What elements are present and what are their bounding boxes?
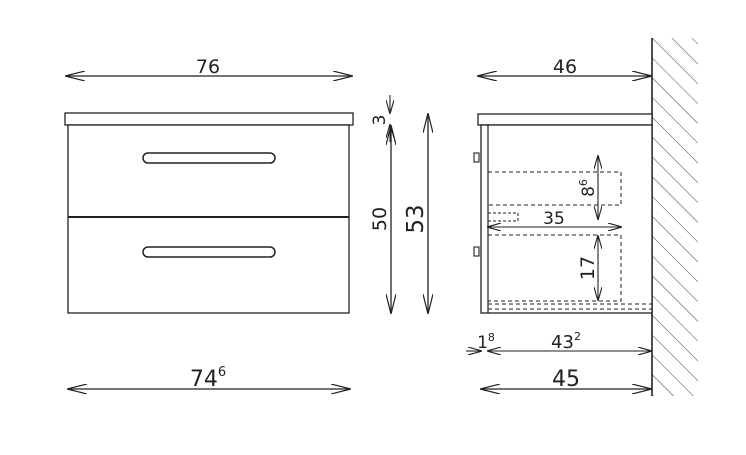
- front-thickness-label: 18: [477, 331, 495, 353]
- front-top-width-value: 76: [196, 56, 220, 78]
- side-top-depth-label: 46: [553, 56, 577, 78]
- front-thickness-value: 1: [477, 333, 488, 353]
- upper-drawer-height-value: 8: [579, 186, 599, 197]
- front-bottom-width-sup: 6: [218, 365, 226, 380]
- front-thickness-sup: 8: [488, 331, 495, 344]
- total-height-label: 53: [403, 204, 429, 233]
- drawer-depth-value: 35: [543, 209, 565, 229]
- front-top-width-label: 76: [196, 56, 220, 78]
- upper-drawer-height-label: 86: [577, 179, 599, 197]
- upper-handle-profile: [473, 152, 480, 163]
- wall-hatching: [652, 38, 698, 396]
- top-thickness-value: 3: [370, 115, 390, 126]
- bottom-shelf-outline: [488, 303, 652, 310]
- front-bottom-width-value: 74: [190, 367, 218, 392]
- upper-drawer-box: [487, 171, 622, 206]
- inner-depth-sup: 2: [574, 330, 581, 343]
- top-thickness-label: 3: [370, 115, 390, 126]
- lower-drawer-handle: [142, 246, 276, 258]
- front-view: 76 746 3 50 53: [64, 56, 429, 392]
- side-worktop: [477, 113, 653, 126]
- side-view: 46 86 35 17: [466, 38, 698, 396]
- lower-drawer-height-value: 17: [577, 256, 599, 280]
- upper-drawer-handle: [142, 152, 276, 164]
- front-worktop: [64, 112, 354, 126]
- inner-depth-label: 432: [551, 330, 581, 353]
- side-bottom-depth-value: 45: [552, 367, 580, 392]
- side-bottom-depth-label: 45: [552, 367, 580, 392]
- lower-drawer-box: [487, 234, 622, 302]
- upper-drawer-height-sup: 6: [577, 179, 590, 186]
- lower-drawer-height-label: 17: [577, 256, 599, 280]
- side-top-depth-value: 46: [553, 56, 577, 78]
- inner-compartment: [487, 212, 519, 222]
- body-height-value: 50: [369, 207, 391, 231]
- front-bottom-width-label: 746: [190, 365, 226, 392]
- drawer-depth-label: 35: [543, 209, 565, 229]
- side-carcass: [480, 124, 653, 314]
- total-height-value: 53: [403, 204, 429, 233]
- lower-handle-profile: [473, 246, 480, 257]
- inner-depth-value: 43: [551, 332, 574, 353]
- body-height-label: 50: [369, 207, 391, 231]
